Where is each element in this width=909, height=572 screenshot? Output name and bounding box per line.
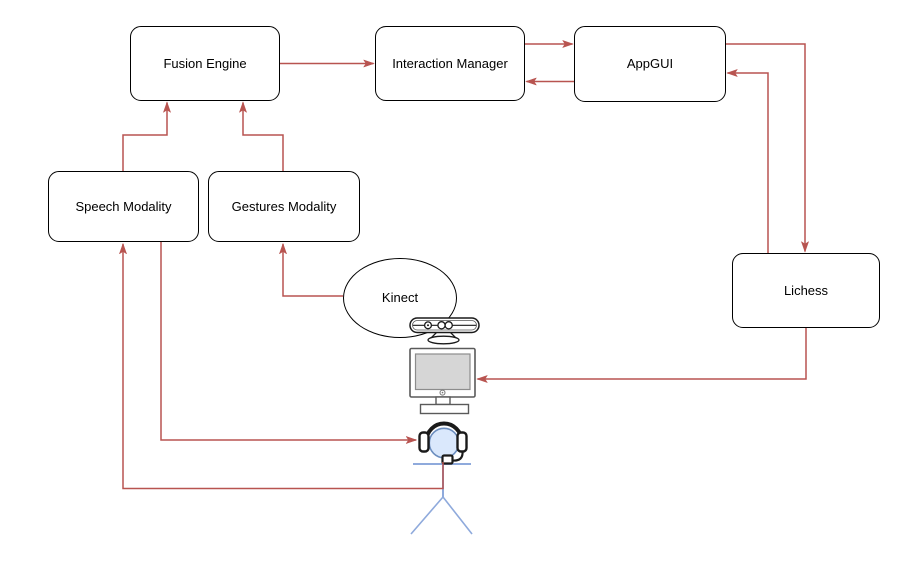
node-speech-modality-label: Speech Modality (75, 198, 172, 214)
node-appgui[interactable]: AppGUI (574, 26, 726, 102)
headset-earcup-left (418, 431, 430, 453)
connector-kinect-to-gestures (283, 244, 343, 297)
kinect-lens-3 (444, 321, 453, 330)
connector-appgui-to-lichess (726, 43, 805, 252)
monitor-neck (435, 396, 451, 406)
kinect-stand (427, 331, 460, 341)
headset-icon[interactable] (418, 421, 468, 465)
monitor-power-button (439, 389, 446, 396)
monitor-base (419, 403, 470, 415)
connectors (122, 43, 807, 490)
monitor-bezel (409, 347, 476, 398)
kinect-stand-base (427, 335, 460, 345)
connector-lichess-to-appgui (728, 73, 769, 253)
connector-lichess-to-monitor (478, 328, 807, 379)
node-fusion-engine[interactable]: Fusion Engine (130, 26, 280, 101)
user-head (428, 427, 460, 459)
node-lichess[interactable]: Lichess (732, 253, 880, 328)
headset-earcup-right (456, 431, 468, 453)
node-gestures-modality-label: Gestures Modality (231, 198, 337, 214)
headset-mic (441, 454, 454, 465)
node-gestures-modality[interactable]: Gestures Modality (208, 171, 360, 242)
node-kinect[interactable]: Kinect (343, 258, 457, 338)
node-fusion-engine-label: Fusion Engine (163, 55, 247, 71)
node-lichess-label: Lichess (783, 282, 829, 298)
connector-speech-to-fusion (122, 103, 167, 171)
person-icon[interactable] (410, 456, 473, 535)
monitor-icon[interactable] (409, 347, 476, 415)
node-speech-modality[interactable]: Speech Modality (48, 171, 199, 242)
monitor-power-dot (441, 391, 444, 394)
connector-gestures-to-fusion (243, 103, 284, 171)
node-kinect-label: Kinect (381, 290, 419, 306)
node-interaction-manager[interactable]: Interaction Manager (375, 26, 525, 101)
node-interaction-manager-label: Interaction Manager (392, 55, 508, 71)
headset-band (424, 421, 464, 443)
headset-mic-boom (451, 450, 464, 462)
node-appgui-label: AppGUI (626, 56, 674, 72)
monitor-screen (414, 353, 471, 391)
person-legs (410, 496, 473, 535)
